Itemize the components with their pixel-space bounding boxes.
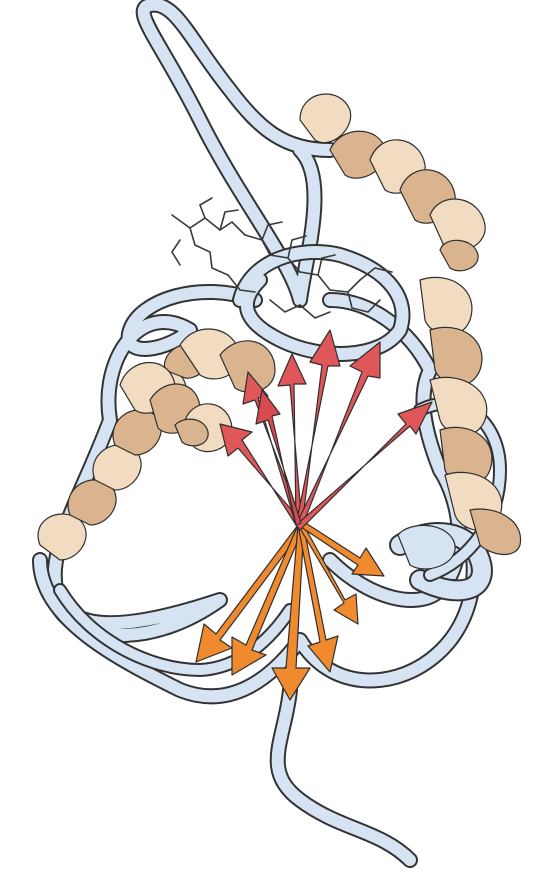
alpha-helix <box>398 525 455 569</box>
motion-vector-arrow-red <box>296 342 380 527</box>
alpha-helix <box>300 94 485 271</box>
alpha-helix <box>175 419 208 446</box>
motion-vector-arrow-red <box>220 424 302 525</box>
alpha-helix <box>38 344 208 560</box>
coil-ribbon <box>40 5 500 860</box>
alpha-helix <box>420 277 521 554</box>
